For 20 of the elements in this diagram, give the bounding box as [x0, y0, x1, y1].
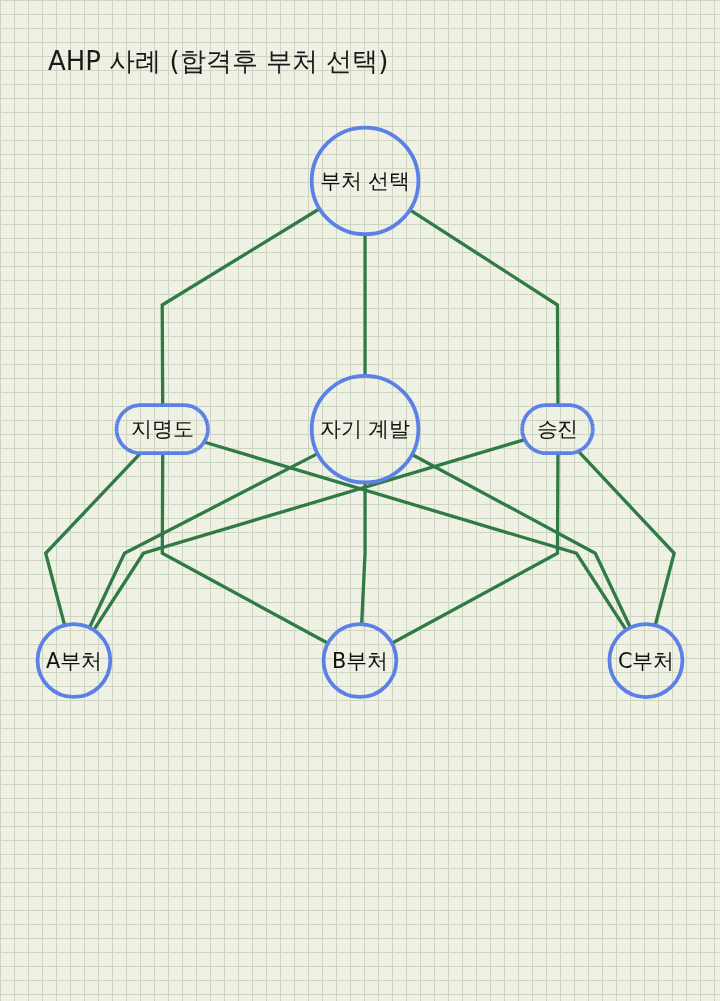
node-circle: A부처 [35, 622, 113, 699]
node-text: 승진 [536, 417, 579, 441]
connector [160, 207, 321, 406]
connector [360, 482, 367, 625]
node-text: 지명도 [131, 417, 194, 441]
node-circle: 자기 계발 [309, 373, 421, 485]
connector [391, 453, 560, 645]
connector [363, 234, 367, 376]
connector [87, 452, 319, 629]
diagram-title: AHP 사례 (합격후 부처 선택) [48, 45, 389, 78]
connector [204, 440, 628, 631]
node-circle: C부처 [607, 622, 685, 699]
connector [43, 452, 142, 626]
connector [160, 453, 329, 645]
connector [411, 453, 632, 629]
connector [92, 437, 526, 631]
node-circle: B부처 [321, 622, 399, 699]
node-circle: 부처 선택 [309, 125, 421, 237]
connector [577, 450, 676, 626]
connector [408, 208, 560, 406]
